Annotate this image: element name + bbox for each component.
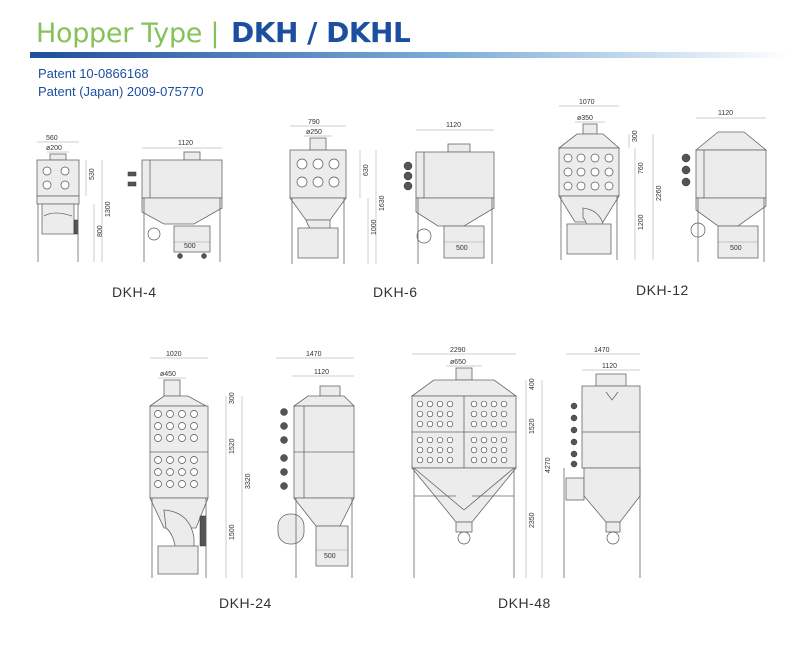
dkh4-side-body <box>141 159 223 199</box>
dkh12-label: DKH-12 <box>636 282 689 298</box>
dkh6-dim-leg: 1000 <box>371 219 378 235</box>
dkh12-dim-width: 1070 <box>579 99 595 106</box>
dkh6-dim-inlet: ø250 <box>306 129 322 136</box>
dkh48-dim-mid: 1520 <box>529 418 536 434</box>
dkh48-dim-side-outer: 1470 <box>594 347 610 354</box>
dkh4-dim-inlet: ø200 <box>46 145 62 152</box>
dkh24-dim-side-outer: 1470 <box>306 351 322 358</box>
dkh4-dim-upper: 530 <box>89 168 96 180</box>
dkh4-dust-bin <box>173 225 211 253</box>
dkh12-dim-mid: 760 <box>638 162 645 174</box>
patent-korea: Patent 10-0866168 <box>38 66 149 81</box>
dkh48-front-drawing: 2290 ø650 400 1520 4270 2350 <box>410 347 552 578</box>
dkh6-side-drawing: 1120 500 <box>403 122 495 264</box>
dkh24-dim-leg: 1500 <box>229 524 236 540</box>
dkh24-dim-inlet: ø450 <box>160 371 176 378</box>
dkh12-side-body <box>695 149 767 199</box>
dkh12-dim-inlet: ø350 <box>577 115 593 122</box>
dkh48-label: DKH-48 <box>498 595 551 611</box>
dkh12-dim-leg: 1200 <box>638 214 645 230</box>
dkh4-front-drawing: 560 ø200 530 1300 800 <box>36 135 112 262</box>
dkh48-dim-side-inner: 1120 <box>602 363 617 370</box>
dkh4-dim-leg: 800 <box>97 225 104 237</box>
dkh24-dim-total: 3320 <box>245 473 252 489</box>
dkh12-front-drawing: 1070 ø350 300 760 2260 1200 <box>557 99 663 260</box>
dkh6-dim-side: 1120 <box>446 122 461 129</box>
dkh6-front-body <box>289 149 347 199</box>
dkh6-dim-total: 1630 <box>379 195 386 211</box>
page-header: Hopper Type | DKH / DKHL <box>30 14 790 58</box>
dkh24-dim-mid: 1520 <box>229 438 236 454</box>
dkh6-label: DKH-6 <box>373 284 418 300</box>
dkh6-dim-upper: 630 <box>363 164 370 176</box>
dkh4-label: DKH-4 <box>112 284 157 300</box>
dkh4-dim-width: 560 <box>46 135 58 142</box>
dkh48-dim-top: 400 <box>529 378 536 390</box>
dkh12-side-drawing: 1120 500 <box>681 110 768 262</box>
dkh24-front-drawing: 1020 ø450 300 1520 3320 1500 <box>148 351 252 578</box>
dkh48-dim-width: 2290 <box>450 347 466 354</box>
dkh24-dim-width: 1020 <box>166 351 182 358</box>
dkh48-filter-holes <box>416 400 508 464</box>
dkh24-dust-bin <box>315 525 349 567</box>
patent-japan: Patent (Japan) 2009-075770 <box>38 84 204 99</box>
dkh48-dim-total: 4270 <box>545 457 552 473</box>
dkh6-dim-width: 790 <box>308 119 320 126</box>
dkh24-label: DKH-24 <box>219 595 272 611</box>
dkh4-inlet-duct <box>49 153 67 161</box>
dkh6-front-drawing: 790 ø250 630 1630 1000 <box>289 119 386 264</box>
dkh48-dim-inlet: ø650 <box>450 359 466 366</box>
dkh24-dim-bin: 500 <box>324 553 336 560</box>
dkh12-dim-bin: 500 <box>730 245 742 252</box>
dkh24-outlet-duct <box>277 513 305 545</box>
dkh4-front-body <box>36 159 80 197</box>
dkh4-dim-bin: 500 <box>184 243 196 250</box>
dkh24-dim-top: 300 <box>229 392 236 404</box>
header-rule <box>30 52 790 58</box>
dkh4-side-drawing: 1120 500 <box>127 140 223 262</box>
dkh24-dim-side-inner: 1120 <box>314 369 329 376</box>
dkh12-dim-side: 1120 <box>718 110 733 117</box>
dkh48-dim-leg: 2350 <box>529 512 536 528</box>
dkh6-dim-bin: 500 <box>456 245 468 252</box>
dkh6-side-body <box>415 151 495 199</box>
dkh48-side-drawing: 1470 1120 <box>563 347 641 578</box>
dkh4-dim-side: 1120 <box>178 140 193 147</box>
dkh48-outlet-duct <box>565 477 585 501</box>
dkh12-dim-top: 300 <box>632 130 639 142</box>
dkh4-dim-total: 1300 <box>105 201 112 217</box>
title-hopper-type: Hopper Type | <box>36 18 220 49</box>
title-model-range: DKH / DKHL <box>231 16 411 49</box>
dkh24-filter-holes <box>154 410 198 488</box>
dkh24-side-drawing: 1470 1120 500 <box>276 351 355 578</box>
dkh12-dim-total: 2260 <box>656 185 663 201</box>
